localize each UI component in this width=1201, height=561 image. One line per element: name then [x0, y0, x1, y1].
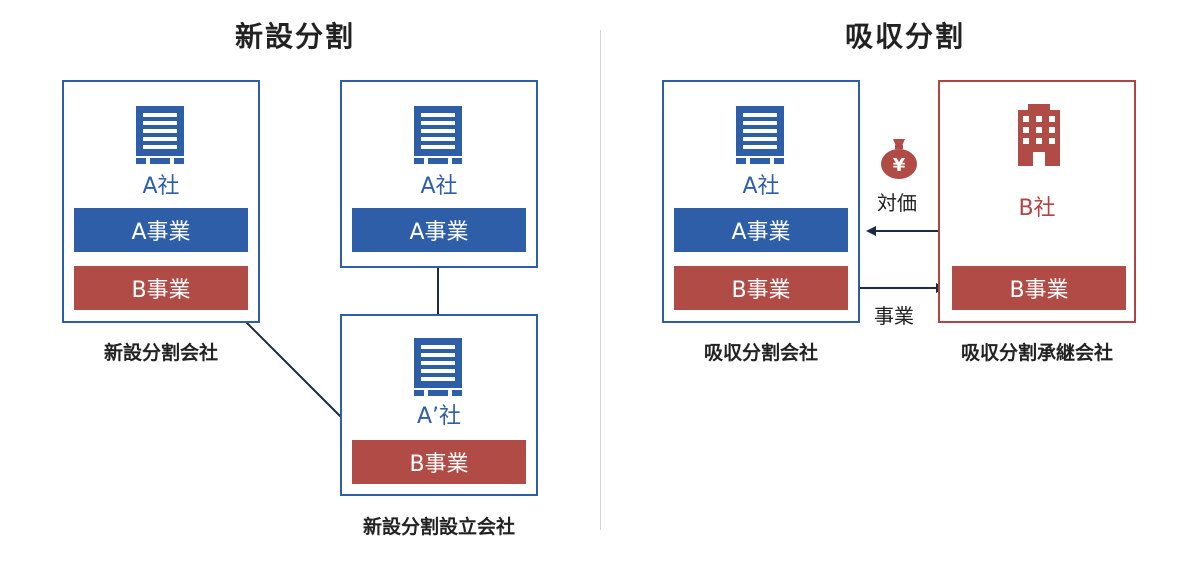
caption-successor-company: 吸収分割承継会社 [960, 342, 1113, 364]
company-a-label: A社 [420, 174, 458, 199]
remaining-company-box: A社 A事業 [340, 80, 538, 268]
building-icon [414, 106, 462, 164]
business-b-received-bar: B事業 [952, 266, 1126, 310]
caption-new-company: 新設分割設立会社 [362, 516, 515, 538]
business-b-bar: B事業 [74, 266, 248, 310]
money-bag-icon: ¥ [881, 139, 917, 179]
splitting-company-box: A社 A事業 B事業 [662, 80, 860, 323]
business-a-bar: A事業 [352, 208, 526, 252]
business-a-bar: A事業 [674, 208, 848, 252]
building-icon [136, 106, 184, 164]
office-building-icon [1018, 104, 1060, 166]
consideration-label: 対価 [877, 191, 917, 215]
business-transfer-label: 事業 [874, 304, 914, 328]
original-company-box: A社 A事業 B事業 [62, 80, 260, 323]
business-b-bar: B事業 [352, 440, 526, 484]
business-a-bar: A事業 [74, 208, 248, 252]
new-company-box: A’社 B事業 [340, 314, 538, 496]
yen-symbol: ¥ [893, 155, 906, 176]
left-title: 新設分割 [234, 20, 355, 53]
business-b-bar: B事業 [674, 266, 848, 310]
building-icon [414, 338, 462, 396]
right-title: 吸収分割 [844, 20, 965, 53]
company-a-prime-label: A’社 [416, 404, 462, 429]
successor-company-box: B社 B事業 [938, 80, 1136, 323]
caption-splitting-company: 吸収分割会社 [703, 342, 818, 364]
section-divider [600, 30, 601, 530]
company-b-label: B社 [1018, 196, 1056, 221]
building-icon [736, 106, 784, 164]
spinoff-arrow [235, 311, 356, 432]
company-a-label: A社 [742, 174, 780, 199]
caption-original-company: 新設分割会社 [103, 342, 218, 364]
company-a-label: A社 [142, 174, 180, 199]
